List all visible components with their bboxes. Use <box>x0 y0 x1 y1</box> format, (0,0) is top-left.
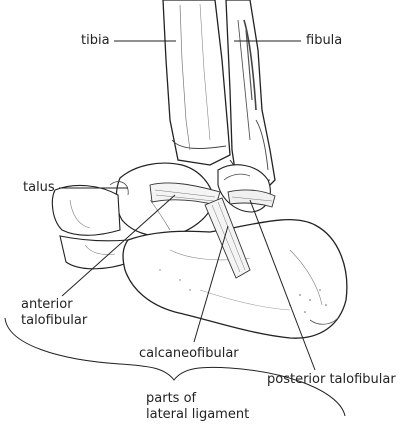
tibia-label: tibia <box>81 33 110 49</box>
posterior-talofibular-label: posterior talofibular <box>267 372 396 388</box>
lateral-ligament-group-label: parts of lateral ligament <box>146 391 249 423</box>
anterior-talofibular-label: anterior talofibular <box>21 297 87 329</box>
fibula-label: fibula <box>306 33 342 49</box>
talus-label: talus <box>23 180 55 196</box>
calcaneofibular-label: calcaneofibular <box>139 346 239 362</box>
tibia-bone <box>163 0 230 165</box>
midfoot-bones <box>52 185 130 268</box>
